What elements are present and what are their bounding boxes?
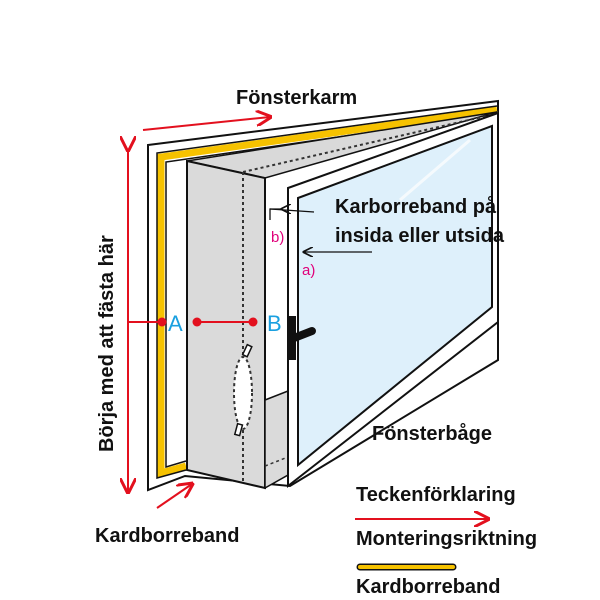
velcro-side-label-2: insida eller utsida [335, 225, 505, 247]
label-b: b) [271, 229, 284, 246]
panel-lower [264, 389, 289, 490]
frame-label: Fönsterkarm [236, 87, 357, 109]
zipper-pull-top [241, 343, 253, 358]
velcro-bottom-label: Kardborreband [95, 525, 239, 547]
point-a: A [168, 311, 183, 336]
start-label: Börja med att fästa här [96, 235, 118, 452]
velcro-strip [157, 106, 498, 478]
velcro-side-label-1: Karborreband på [335, 195, 497, 218]
label-a: a) [302, 262, 315, 279]
direction-arrow-bottom [156, 484, 192, 509]
window-glass [297, 124, 493, 468]
sash-label: Fönsterbåge [372, 422, 492, 445]
legend-direction-label: Monteringsriktning [356, 528, 537, 550]
legend-title: Teckenförklaring [356, 484, 516, 506]
direction-arrow-top [142, 117, 270, 131]
zipper-opening [233, 356, 253, 430]
point-b: B [267, 311, 282, 336]
zipper-pull-bottom [233, 422, 244, 437]
legend-velcro-label: Kardborreband [356, 576, 500, 598]
